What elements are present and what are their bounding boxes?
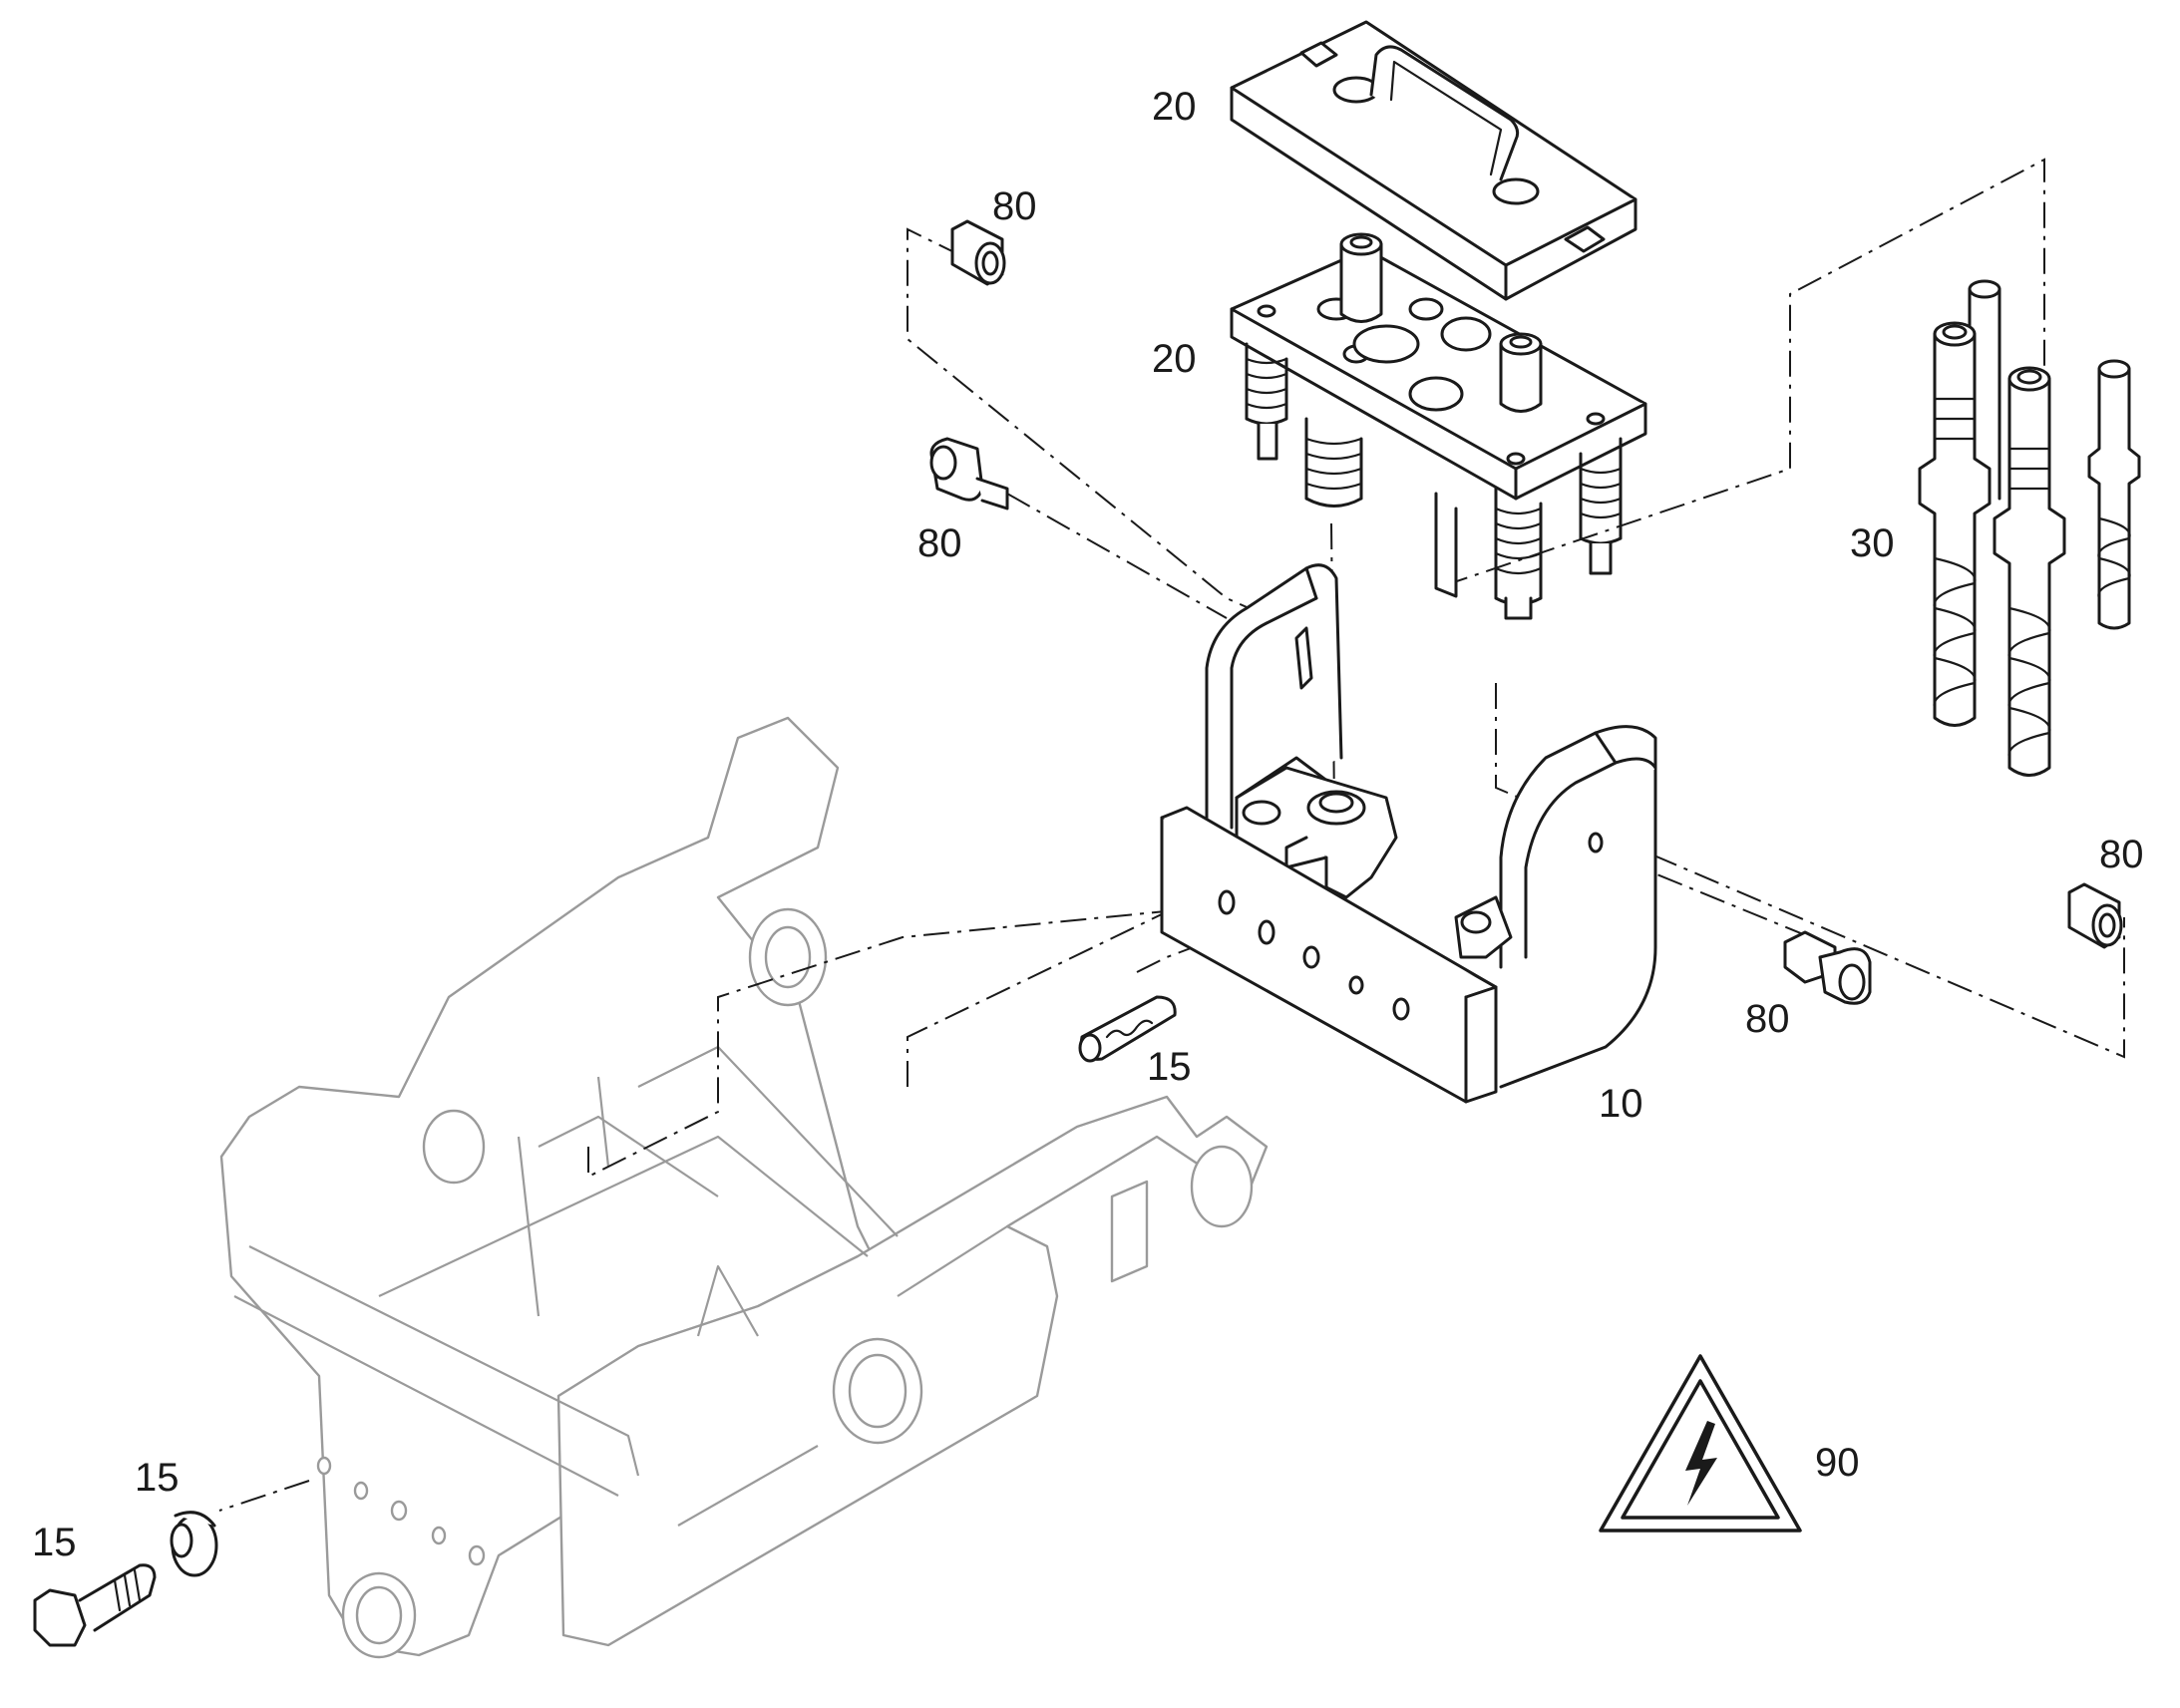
screw-right <box>1783 930 1872 1005</box>
callout-bolt: 15 <box>32 1521 77 1564</box>
valve-block <box>1230 232 1647 620</box>
top-cover-plate <box>1230 20 1637 301</box>
callout-screw-right: 80 <box>1745 997 1790 1041</box>
callout-top-cover: 20 <box>1152 85 1197 129</box>
callout-pin: 15 <box>1147 1045 1192 1089</box>
screw-left <box>929 437 1009 511</box>
coupler-frame-ghost <box>219 716 1269 1659</box>
callout-valve-block: 20 <box>1152 337 1197 381</box>
hose-couplings <box>1918 279 2141 777</box>
callout-warning-sign: 90 <box>1815 1441 1860 1485</box>
callout-nut-top-left: 80 <box>992 184 1037 228</box>
nut-top-left <box>950 219 1006 286</box>
spring-pin <box>1078 995 1177 1063</box>
coupler-bracket <box>1160 563 1657 1104</box>
callout-bracket: 10 <box>1599 1082 1643 1126</box>
callout-nut-right: 80 <box>2099 833 2144 876</box>
hex-bolt <box>33 1563 157 1647</box>
high-voltage-warning-icon <box>1599 1354 1802 1533</box>
nut-right <box>2067 882 2123 949</box>
callout-couplings: 30 <box>1850 521 1895 565</box>
washer <box>170 1511 218 1577</box>
callout-screw-left: 80 <box>917 521 962 565</box>
callout-washer: 15 <box>135 1456 180 1500</box>
